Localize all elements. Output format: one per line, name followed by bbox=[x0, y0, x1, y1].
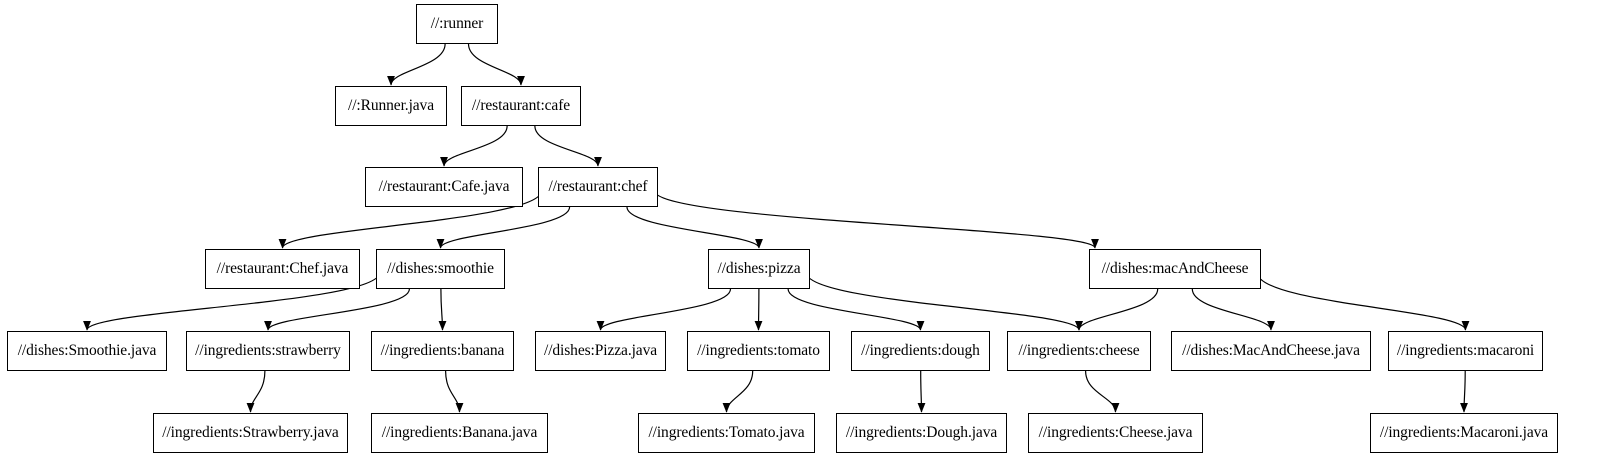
graph-edge-ing-banana-to-ing-banana-java bbox=[445, 370, 464, 413]
graph-node-label: //:runner bbox=[430, 15, 484, 33]
graph-node-ing-banana[interactable]: //ingredients:banana bbox=[371, 331, 514, 371]
graph-node-label: //dishes:smoothie bbox=[387, 260, 494, 278]
graph-node-ing-macaroni-java[interactable]: //ingredients:Macaroni.java bbox=[1370, 413, 1558, 453]
graph-node-dishes-pizza[interactable]: //dishes:pizza bbox=[708, 249, 810, 289]
graph-edge-ing-cheese-to-ing-cheese-java bbox=[1085, 370, 1120, 413]
graph-node-label: //dishes:MacAndCheese.java bbox=[1182, 342, 1360, 360]
graph-node-dishes-macandcheese[interactable]: //dishes:macAndCheese bbox=[1089, 249, 1261, 289]
graph-edge-restaurant-chef-to-dishes-macandcheese bbox=[653, 189, 1099, 249]
graph-node-ing-banana-java[interactable]: //ingredients:Banana.java bbox=[371, 413, 548, 453]
graph-edge-runner-to-runner-java bbox=[387, 43, 446, 86]
graph-node-label: //ingredients:Tomato.java bbox=[648, 424, 805, 442]
graph-node-dishes-macandcheese-java[interactable]: //dishes:MacAndCheese.java bbox=[1171, 331, 1371, 371]
graph-node-ing-dough-java[interactable]: //ingredients:Dough.java bbox=[836, 413, 1007, 453]
graph-node-dishes-smoothie-java[interactable]: //dishes:Smoothie.java bbox=[7, 331, 167, 371]
graph-edge-restaurant-chef-to-dishes-pizza bbox=[626, 206, 763, 249]
graph-node-label: //ingredients:Strawberry.java bbox=[162, 424, 339, 442]
graph-node-dishes-pizza-java[interactable]: //dishes:Pizza.java bbox=[535, 331, 666, 371]
graph-edge-ing-tomato-to-ing-tomato-java bbox=[722, 370, 754, 413]
graph-node-restaurant-cafe-java[interactable]: //restaurant:Cafe.java bbox=[365, 167, 523, 207]
graph-node-runner-java[interactable]: //:Runner.java bbox=[335, 86, 447, 126]
graph-edge-restaurant-chef-to-dishes-smoothie bbox=[436, 206, 571, 249]
graph-node-ing-cheese[interactable]: //ingredients:cheese bbox=[1007, 331, 1151, 371]
graph-edge-restaurant-cafe-to-restaurant-cafe-java bbox=[440, 125, 508, 167]
graph-node-label: //:Runner.java bbox=[348, 97, 434, 115]
graph-edge-ing-dough-to-ing-dough-java bbox=[917, 370, 926, 413]
graph-node-label: //ingredients:Cheese.java bbox=[1038, 424, 1193, 442]
graph-node-label: //dishes:Smoothie.java bbox=[17, 342, 157, 360]
graph-node-label: //restaurant:chef bbox=[548, 178, 648, 196]
graph-edge-dishes-smoothie-to-ing-banana bbox=[438, 288, 447, 331]
graph-node-label: //ingredients:Banana.java bbox=[381, 424, 538, 442]
graph-edge-dishes-pizza-to-dishes-pizza-java bbox=[596, 288, 732, 331]
graph-edge-restaurant-cafe-to-restaurant-chef bbox=[534, 125, 602, 167]
graph-edge-dishes-macandcheese-to-ing-macaroni bbox=[1256, 272, 1470, 331]
graph-node-label: //dishes:pizza bbox=[717, 260, 801, 278]
graph-node-label: //ingredients:Macaroni.java bbox=[1379, 424, 1549, 442]
graph-node-restaurant-chef[interactable]: //restaurant:chef bbox=[538, 167, 658, 207]
graph-edge-dishes-macandcheese-to-dishes-macandcheese-java bbox=[1191, 288, 1275, 331]
graph-node-ing-dough[interactable]: //ingredients:dough bbox=[851, 331, 990, 371]
graph-node-label: //ingredients:macaroni bbox=[1396, 342, 1535, 360]
graph-node-label: //ingredients:banana bbox=[380, 342, 505, 360]
graph-node-label: //dishes:Pizza.java bbox=[543, 342, 658, 360]
graph-node-ing-tomato[interactable]: //ingredients:tomato bbox=[687, 331, 830, 371]
graph-node-label: //restaurant:Cafe.java bbox=[378, 178, 510, 196]
graph-node-ing-cheese-java[interactable]: //ingredients:Cheese.java bbox=[1028, 413, 1203, 453]
graph-node-dishes-smoothie[interactable]: //dishes:smoothie bbox=[376, 249, 505, 289]
graph-node-label: //ingredients:cheese bbox=[1018, 342, 1140, 360]
graph-node-label: //restaurant:Chef.java bbox=[216, 260, 349, 278]
graph-node-ing-strawberry-java[interactable]: //ingredients:Strawberry.java bbox=[153, 413, 348, 453]
graph-node-label: //ingredients:Dough.java bbox=[845, 424, 998, 442]
graph-edge-ing-strawberry-to-ing-strawberry-java bbox=[246, 370, 266, 413]
graph-node-restaurant-chef-java[interactable]: //restaurant:Chef.java bbox=[205, 249, 360, 289]
graph-edge-ing-macaroni-to-ing-macaroni-java bbox=[1460, 370, 1469, 413]
graph-node-label: //ingredients:strawberry bbox=[195, 342, 341, 360]
graph-node-runner[interactable]: //:runner bbox=[416, 4, 498, 44]
graph-node-ing-tomato-java[interactable]: //ingredients:Tomato.java bbox=[638, 413, 815, 453]
graph-node-ing-strawberry[interactable]: //ingredients:strawberry bbox=[186, 331, 350, 371]
graph-edge-runner-to-restaurant-cafe bbox=[467, 43, 525, 86]
graph-edge-dishes-pizza-to-ing-cheese bbox=[805, 272, 1083, 331]
graph-node-label: //ingredients:tomato bbox=[697, 342, 820, 360]
graph-node-label: //dishes:macAndCheese bbox=[1101, 260, 1249, 278]
graph-node-restaurant-cafe[interactable]: //restaurant:cafe bbox=[461, 86, 581, 126]
graph-node-label: //ingredients:dough bbox=[861, 342, 980, 360]
graph-edge-dishes-macandcheese-to-ing-cheese bbox=[1075, 288, 1159, 331]
graph-node-label: //restaurant:cafe bbox=[471, 97, 571, 115]
graph-node-ing-macaroni[interactable]: //ingredients:macaroni bbox=[1388, 331, 1543, 371]
graph-edge-dishes-smoothie-to-ing-strawberry bbox=[264, 288, 410, 331]
graph-edge-dishes-pizza-to-ing-dough bbox=[787, 288, 925, 331]
